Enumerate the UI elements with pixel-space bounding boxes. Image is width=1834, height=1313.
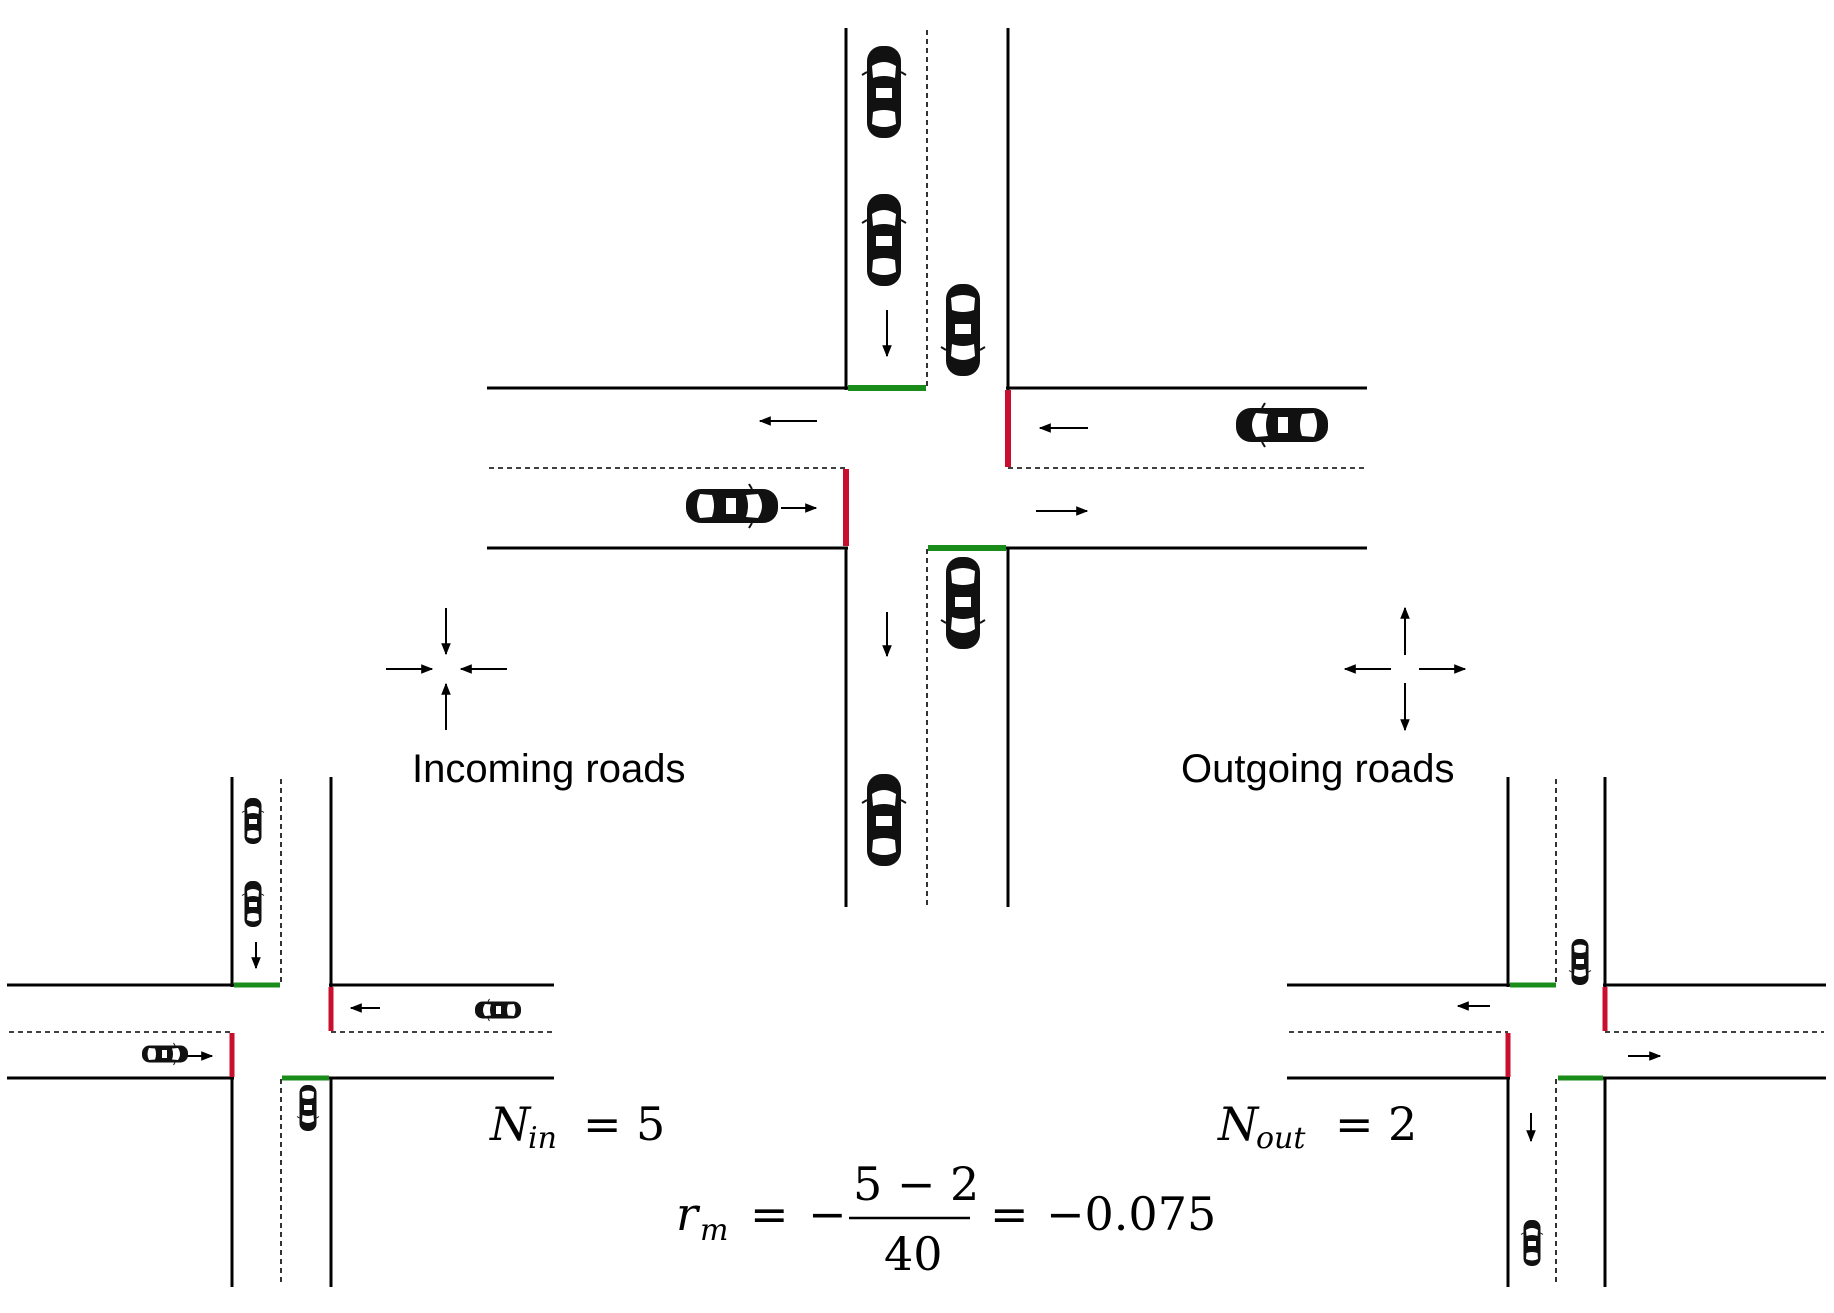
car-icon: [940, 556, 986, 650]
outgoing-roads-icon: [1343, 606, 1467, 732]
svg-text:=: =: [750, 1187, 789, 1241]
car-icon: [241, 797, 265, 845]
svg-text:=: =: [1335, 1097, 1374, 1151]
svg-text:=: =: [583, 1097, 622, 1151]
svg-text:5: 5: [636, 1097, 665, 1151]
car-icon: [1568, 938, 1592, 986]
car-icon: [1235, 402, 1329, 448]
svg-text:−: −: [808, 1187, 847, 1241]
car-icon: [474, 998, 522, 1022]
svg-text:in: in: [528, 1121, 557, 1156]
reward-value: −0.075: [1046, 1187, 1216, 1241]
car-icon: [861, 193, 907, 287]
outgoing-roads-label: Outgoing roads: [1181, 747, 1455, 791]
svg-text:m: m: [700, 1213, 728, 1248]
svg-text:N: N: [489, 1097, 532, 1151]
svg-text:=: =: [990, 1187, 1029, 1241]
car-icon: [1520, 1219, 1544, 1267]
incoming-example-intersection: [7, 777, 554, 1287]
car-icon: [141, 1042, 189, 1066]
fraction-numerator: 5 − 2: [853, 1157, 979, 1211]
incoming-roads-icon: [386, 608, 507, 730]
car-icon: [296, 1084, 320, 1132]
fraction-denominator: 40: [884, 1227, 943, 1281]
reward-equation: r m = − 5 − 2 40 = −0.075: [676, 1157, 1216, 1281]
svg-text:out: out: [1256, 1121, 1306, 1156]
outgoing-example-intersection: [1287, 777, 1826, 1287]
car-icon: [685, 483, 779, 529]
car-icon: [241, 880, 265, 928]
svg-text:r: r: [676, 1187, 701, 1241]
svg-text:2: 2: [1388, 1097, 1417, 1151]
svg-text:N: N: [1217, 1097, 1260, 1151]
car-icon: [861, 45, 907, 139]
main-intersection: [487, 28, 1367, 907]
car-icon: [940, 283, 986, 377]
n-in-equation: N in = 5: [489, 1097, 665, 1156]
car-icon: [861, 773, 907, 867]
incoming-roads-label: Incoming roads: [412, 747, 685, 791]
n-out-equation: N out = 2: [1217, 1097, 1417, 1156]
